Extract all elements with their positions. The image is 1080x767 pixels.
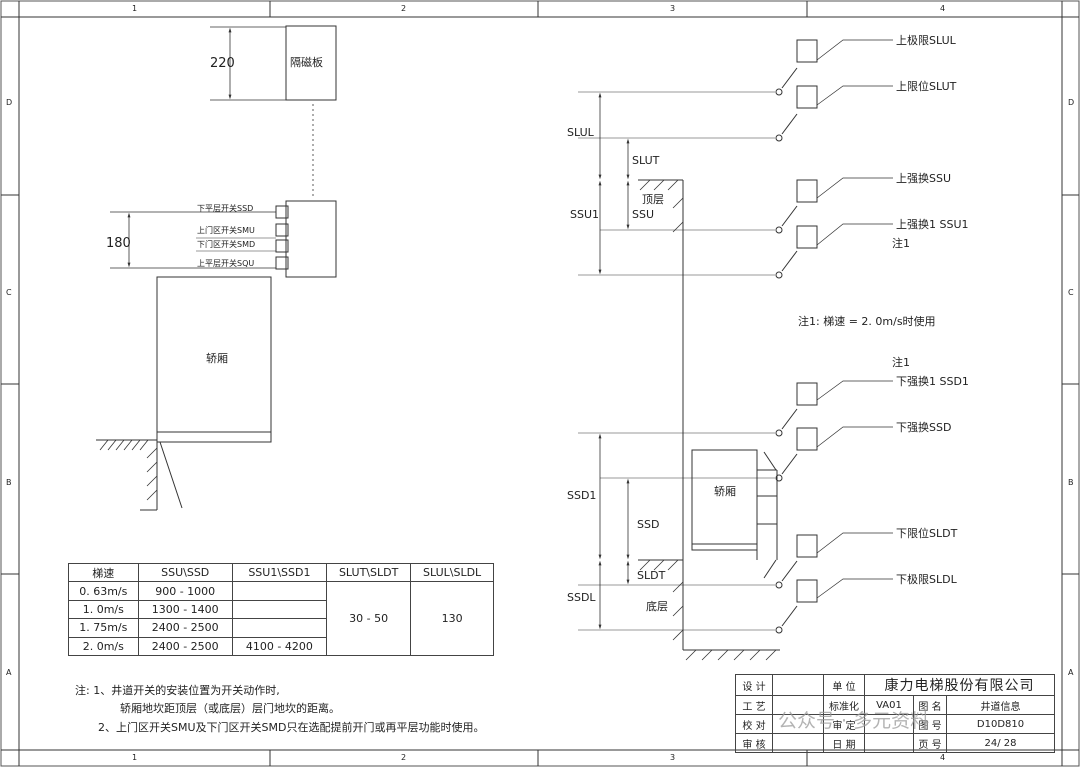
tb-process: 工 艺 [735, 695, 773, 715]
zone-col-1: 1 [132, 4, 138, 13]
watermark: 公众号 · 多元资料 [778, 710, 930, 732]
switch-ssd-label: 下平层开关SSD [197, 204, 254, 213]
switch-smd-label: 下门区开关SMD [197, 240, 256, 249]
table-header: SSU\SSD [137, 562, 233, 583]
speed-table: 梯速 SSU\SSD SSU1\SSD1 SLUT\SLDT SLUL\SLDL… [68, 562, 494, 657]
speed-note: 注1: 梯速 = 2. 0m/s时使用 [798, 315, 936, 328]
table-cell: 2400 - 2500 [137, 618, 233, 638]
tb-unit: 单 位 [823, 674, 865, 696]
zone-col-2: 2 [401, 4, 407, 13]
switch-squ-label: 上平层开关SQU [197, 259, 255, 268]
tb-review: 审 核 [735, 733, 773, 753]
label-slut: 上限位SLUT [896, 80, 957, 93]
note-line-2: 轿厢地坎距顶层（或底层）层门地坎的距离。 [120, 702, 340, 715]
zone-col-3: 3 [670, 4, 676, 13]
note-line-3: 2、上门区开关SMU及下门区开关SMD只在选配提前开门或再平层功能时使用。 [98, 721, 485, 734]
table-cell: 900 - 1000 [137, 581, 233, 601]
dim-ssd1: SSD1 [567, 489, 597, 502]
table-header: 梯速 [68, 562, 139, 583]
tb-check: 校 对 [735, 714, 773, 734]
dim-180: 180 [106, 236, 131, 251]
dim-slul: SLUL [567, 126, 594, 139]
table-cell: 1300 - 1400 [137, 599, 233, 620]
table-header-row: 梯速 SSU\SSD SSU1\SSD1 SLUT\SLDT SLUL\SLDL [68, 562, 494, 583]
table-cell-slut-sldt: 30 - 50 [325, 581, 412, 656]
zone-row-c-right: C [1068, 288, 1074, 297]
car-label-left: 轿厢 [206, 352, 228, 365]
dim-220: 220 [210, 56, 235, 71]
tb-page-val: 24/ 28 [946, 733, 1055, 753]
car-label-right: 轿厢 [714, 485, 736, 498]
zone-row-a-right: A [1068, 668, 1074, 677]
label-sldt: 下限位SLDT [896, 527, 958, 540]
table-cell: 0. 63m/s [68, 581, 139, 601]
tb-company: 康力电梯股份有限公司 [864, 674, 1055, 696]
table-cell: 4100 - 4200 [231, 636, 328, 657]
zone-row-c: C [6, 288, 12, 297]
zone-row-d: D [6, 98, 13, 107]
zone-col-2-bottom: 2 [401, 753, 407, 762]
tb-fig-name-val: 井道信息 [946, 695, 1055, 715]
tb-date: 日 期 [823, 733, 865, 753]
zone-col-1-bottom: 1 [132, 753, 138, 762]
table-cell [231, 599, 328, 620]
label-ssu1: 上强换1 SSU1 [896, 218, 969, 231]
zone-col-4-bottom: 4 [940, 753, 946, 762]
table-cell: 2400 - 2500 [137, 636, 233, 657]
tb-fig-no-val: D10D810 [946, 714, 1055, 734]
table-header: SLUL\SLDL [410, 562, 494, 583]
tb-design: 设 计 [735, 674, 773, 696]
note1-bottom: 注1 [892, 356, 910, 369]
top-floor-label: 顶层 [642, 193, 664, 206]
dim-ssu: SSU [632, 208, 655, 221]
zone-row-d-right: D [1068, 98, 1075, 107]
table-cell-slul-sldl: 130 [410, 581, 494, 656]
label-ssd1: 下强换1 SSD1 [896, 375, 969, 388]
label-ssu: 上强换SSU [896, 172, 952, 185]
label-slul: 上极限SLUL [896, 34, 956, 47]
tb-page: 页 号 [913, 733, 947, 753]
note-line-1: 注: 1、井道开关的安装位置为开关动作时, [75, 684, 280, 697]
table-cell [231, 581, 328, 601]
dim-sldl: SSDL [567, 591, 596, 604]
title-block: 设 计 单 位 康力电梯股份有限公司 工 艺 标准化 VA01 图 名 井道信息… [735, 674, 1055, 753]
zone-col-4: 4 [940, 4, 946, 13]
table-cell: 1. 0m/s [68, 599, 139, 620]
note1-top: 注1 [892, 237, 910, 250]
dim-ssd: SSD [637, 518, 660, 531]
table-row: 2. 0m/s 2400 - 2500 4100 - 4200 [68, 636, 494, 657]
zone-row-b: B [6, 478, 12, 487]
table-cell: 1. 75m/s [68, 618, 139, 638]
table-cell [231, 618, 328, 638]
table-cell: 2. 0m/s [68, 636, 139, 657]
label-sldl: 下极限SLDL [896, 573, 957, 586]
dim-slut: SLUT [632, 154, 660, 167]
dim-sldt: SLDT [637, 569, 666, 582]
table-header: SSU1\SSD1 [231, 562, 328, 583]
magnet-plate-label: 隔磁板 [290, 56, 323, 69]
table-header: SLUT\SLDT [325, 562, 412, 583]
zone-row-b-right: B [1068, 478, 1074, 487]
switch-smu-label: 上门区开关SMU [197, 226, 255, 235]
dim-ssu1: SSU1 [570, 208, 600, 221]
label-ssd: 下强换SSD [896, 421, 952, 434]
table-row: 0. 63m/s 900 - 1000 30 - 50 130 [68, 581, 494, 656]
zone-col-3-bottom: 3 [670, 753, 676, 762]
bottom-floor-label: 底层 [646, 600, 668, 613]
zone-row-a: A [6, 668, 12, 677]
